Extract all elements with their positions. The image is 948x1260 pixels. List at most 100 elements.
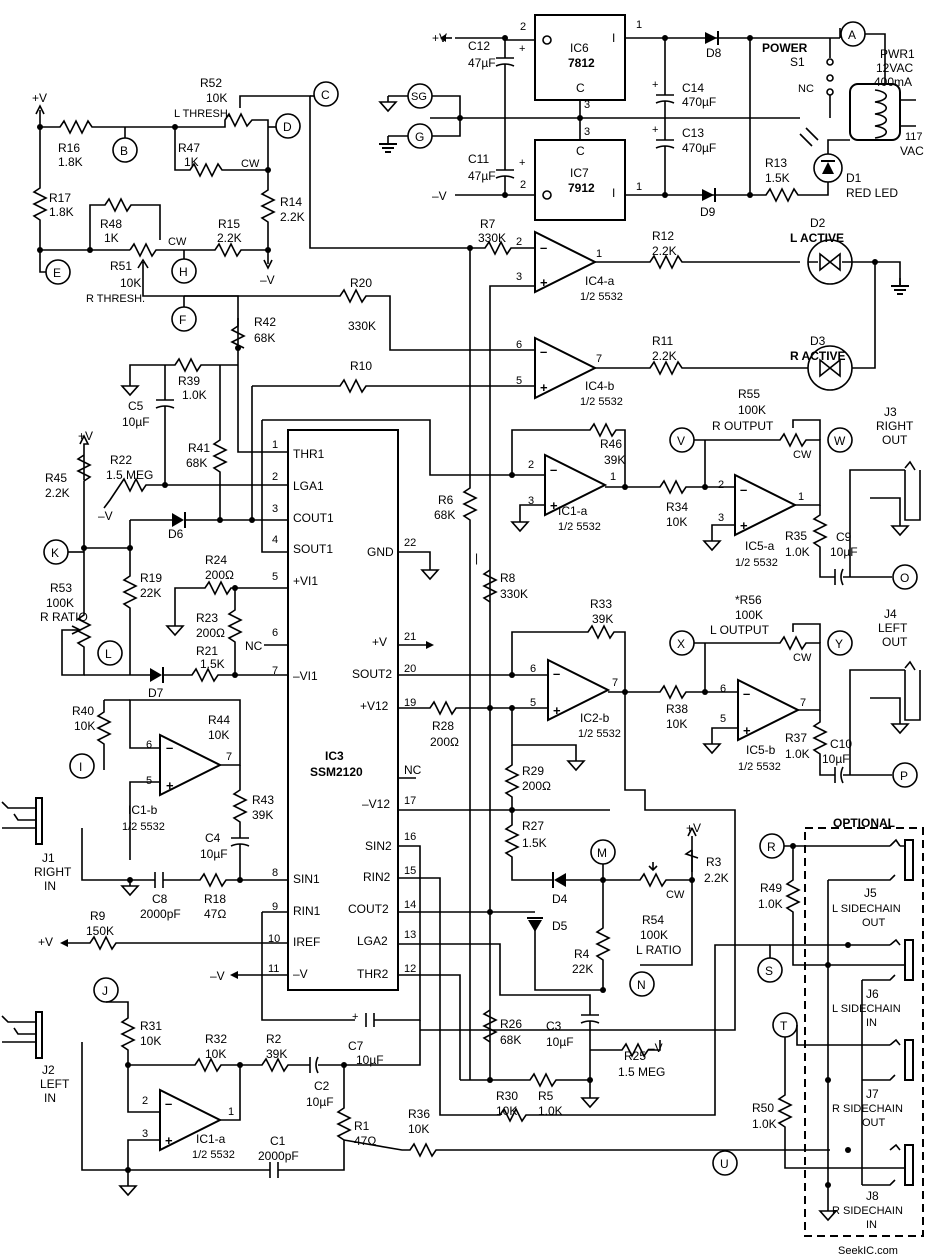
optional-box — [804, 827, 924, 1237]
svg-text:–VI1: –VI1 — [293, 669, 318, 683]
svg-text:CW: CW — [241, 158, 260, 170]
svg-text:2: 2 — [516, 236, 522, 248]
svg-text:I: I — [612, 186, 615, 200]
svg-text:C: C — [321, 88, 330, 102]
svg-text:17: 17 — [404, 795, 416, 807]
svg-text:C11: C11 — [468, 152, 489, 166]
svg-text:2: 2 — [142, 1095, 148, 1107]
svg-text:OUT: OUT — [882, 433, 908, 447]
svg-text:68K: 68K — [500, 1033, 521, 1047]
svg-text:|: | — [475, 551, 478, 565]
svg-text:1.5K: 1.5K — [200, 657, 225, 671]
svg-text:2: 2 — [272, 471, 278, 483]
svg-text:6: 6 — [516, 339, 522, 351]
svg-text:150K: 150K — [86, 924, 114, 938]
svg-text:11: 11 — [268, 963, 279, 975]
svg-text:2.2K: 2.2K — [704, 871, 729, 885]
svg-text:7: 7 — [226, 751, 232, 763]
svg-text:–: – — [553, 666, 560, 681]
j2-jack[interactable] — [1, 1011, 43, 1059]
svg-text:7: 7 — [612, 677, 618, 689]
svg-text:3: 3 — [142, 1128, 148, 1140]
svg-text:1/2 5532: 1/2 5532 — [122, 821, 165, 833]
svg-text:–V: –V — [98, 509, 113, 523]
node-p — [892, 762, 918, 788]
svg-text:3: 3 — [584, 99, 590, 111]
j1-jack[interactable] — [1, 797, 43, 845]
svg-text:R29: R29 — [522, 764, 544, 778]
svg-text:+: + — [743, 723, 751, 738]
svg-text:R4: R4 — [574, 947, 590, 961]
svg-text:SOUT2: SOUT2 — [352, 667, 392, 681]
svg-text:100K: 100K — [640, 928, 668, 942]
svg-text:T: T — [780, 1019, 788, 1033]
svg-text:F: F — [179, 313, 186, 327]
svg-text:R27: R27 — [522, 819, 544, 833]
svg-text:6: 6 — [530, 663, 536, 675]
svg-text:–: – — [550, 462, 557, 477]
svg-text:R21: R21 — [196, 644, 218, 658]
svg-text:1/2 5532: 1/2 5532 — [738, 761, 781, 773]
svg-text:+: + — [652, 124, 658, 136]
svg-text:IC1-b: IC1-b — [128, 803, 158, 817]
ic5b-opamp — [737, 678, 801, 742]
svg-text:D8: D8 — [706, 46, 722, 60]
svg-text:IC1-a: IC1-a — [196, 1132, 226, 1146]
svg-text:10µF: 10µF — [830, 545, 858, 559]
svg-text:R52: R52 — [200, 76, 222, 90]
svg-text:G: G — [415, 130, 424, 144]
svg-text:LEFT: LEFT — [40, 1077, 70, 1091]
svg-text:R35: R35 — [785, 529, 807, 543]
svg-text:1/2 5532: 1/2 5532 — [578, 728, 621, 740]
svg-text:C5: C5 — [128, 399, 144, 413]
svg-text:J: J — [102, 984, 108, 998]
svg-text:RIGHT: RIGHT — [876, 419, 914, 433]
svg-text:1: 1 — [636, 181, 642, 193]
svg-text:3: 3 — [584, 126, 590, 138]
svg-text:+VI1: +VI1 — [293, 574, 318, 588]
node-y — [827, 630, 853, 656]
svg-text:P: P — [900, 769, 908, 783]
svg-text:+: + — [519, 43, 525, 55]
svg-text:1.8K: 1.8K — [58, 155, 83, 169]
svg-text:R2: R2 — [266, 1032, 282, 1046]
svg-text:R49: R49 — [760, 881, 782, 895]
svg-text:R15: R15 — [218, 217, 240, 231]
svg-text:10µF: 10µF — [822, 752, 850, 766]
svg-text:J5: J5 — [864, 886, 877, 900]
svg-text:14: 14 — [404, 899, 416, 911]
svg-text:1: 1 — [610, 471, 616, 483]
svg-text:L THRESH.: L THRESH. — [174, 108, 231, 120]
svg-text:R23: R23 — [196, 611, 218, 625]
svg-text:10µF: 10µF — [356, 1053, 384, 1067]
svg-text:68K: 68K — [186, 456, 207, 470]
ic1b-opamp — [159, 733, 223, 797]
svg-text:2.2K: 2.2K — [280, 210, 305, 224]
svg-text:CW: CW — [793, 449, 812, 461]
svg-text:R48: R48 — [100, 217, 122, 231]
svg-text:S: S — [765, 964, 773, 978]
svg-text:39K: 39K — [266, 1047, 287, 1061]
svg-text:10K: 10K — [206, 91, 227, 105]
svg-text:R47: R47 — [178, 141, 200, 155]
svg-text:–: – — [743, 686, 750, 701]
svg-text:OUT: OUT — [862, 1117, 886, 1129]
svg-text:2000pF: 2000pF — [258, 1149, 299, 1163]
svg-text:+V12: +V12 — [360, 699, 389, 713]
svg-text:C7: C7 — [348, 1039, 364, 1053]
svg-text:+V: +V — [32, 91, 47, 105]
svg-text:6: 6 — [146, 739, 152, 751]
svg-text:–: – — [166, 740, 173, 755]
svg-text:R16: R16 — [58, 141, 80, 155]
svg-text:–V: –V — [293, 967, 308, 981]
svg-text:R SIDECHAIN: R SIDECHAIN — [832, 1103, 903, 1115]
svg-text:R45: R45 — [45, 471, 67, 485]
svg-text:C13: C13 — [682, 126, 704, 140]
svg-text:C: C — [576, 144, 585, 158]
svg-text:CW: CW — [793, 652, 812, 664]
svg-text:22: 22 — [404, 537, 416, 549]
svg-text:–V: –V — [260, 273, 275, 287]
svg-text:R7: R7 — [480, 217, 496, 231]
